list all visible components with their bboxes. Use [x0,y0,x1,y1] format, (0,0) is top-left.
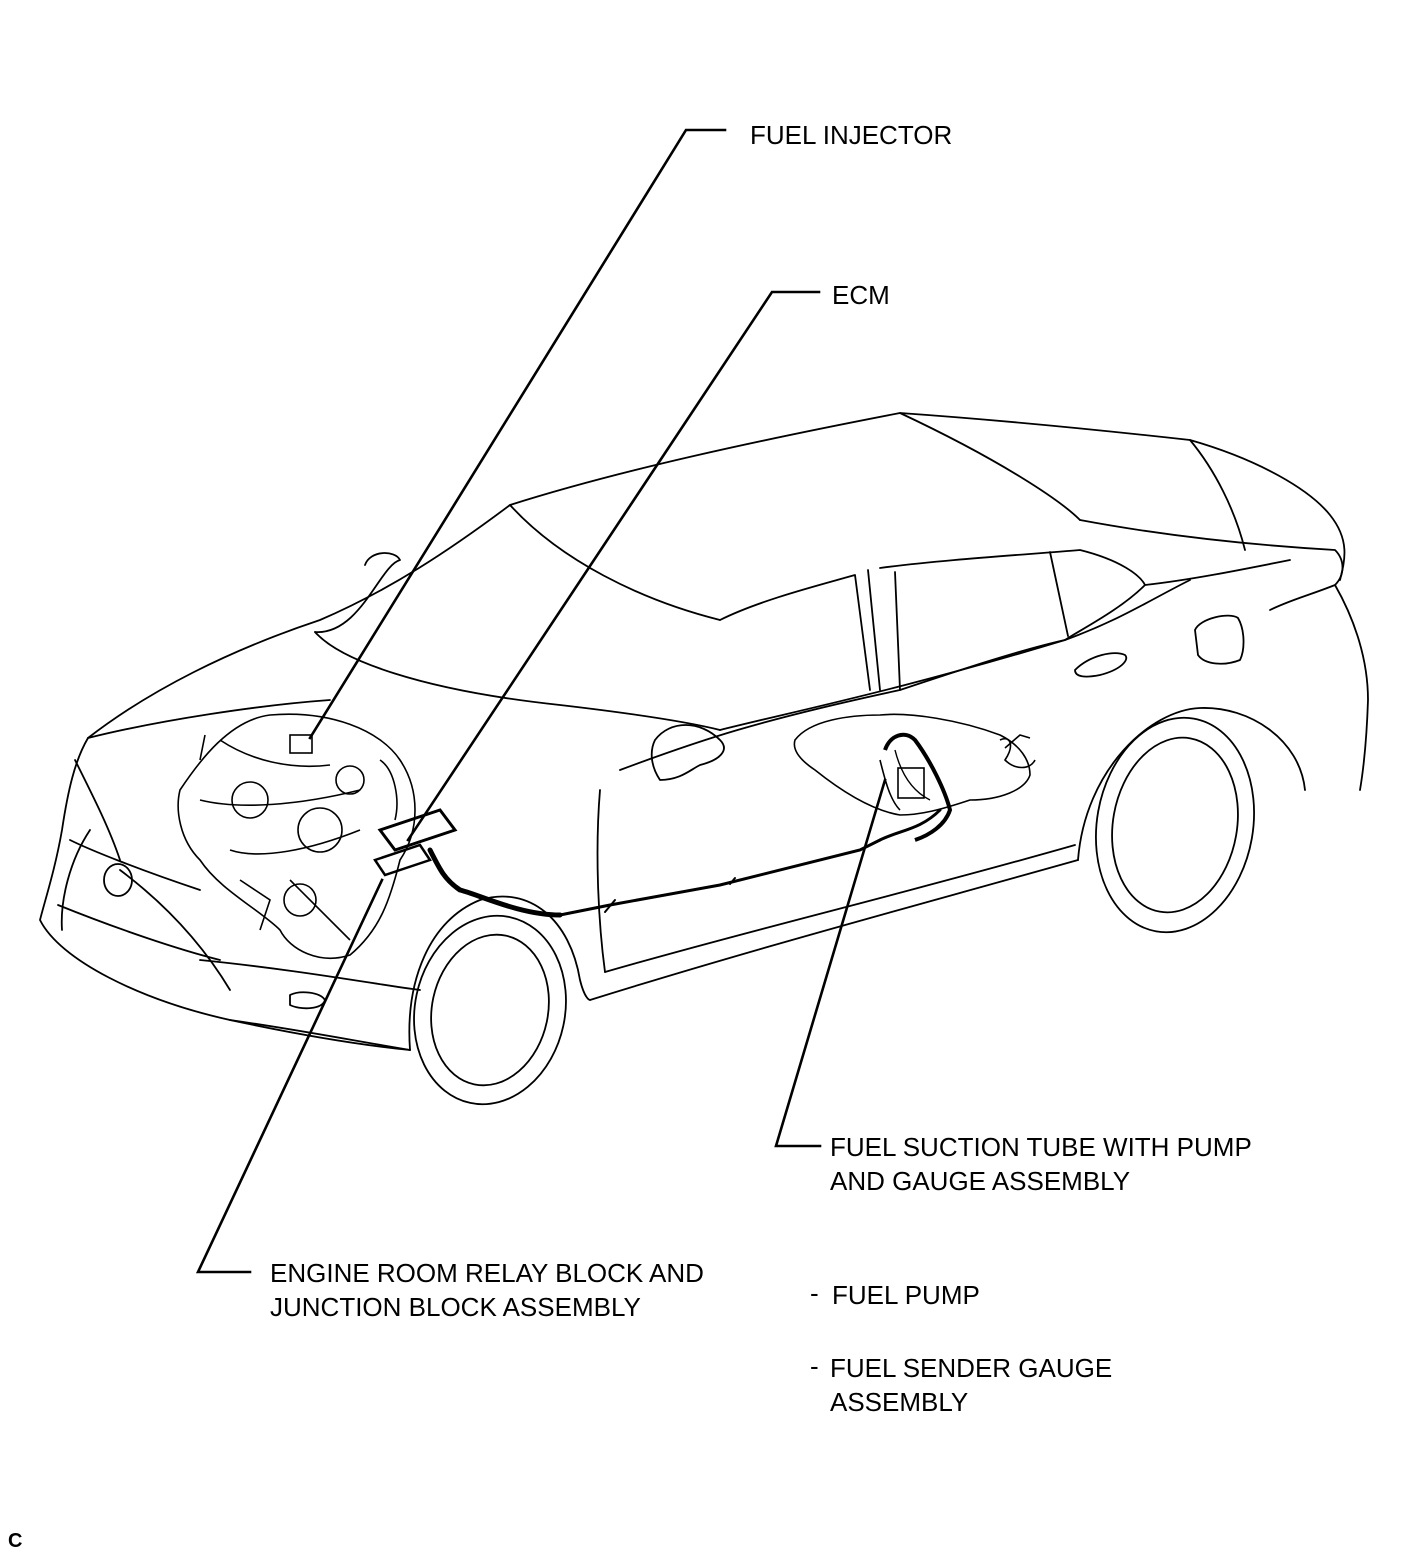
relay-block-wiring [373,808,942,918]
bullet-fuel-pump: - [810,1278,819,1308]
leader-lines [195,128,887,1274]
leader-ecm [406,290,821,842]
label-ecm: ECM [832,280,890,310]
label-fuel-suction-tube: FUEL SUCTION TUBE WITH PUMP AND GAUGE AS… [830,1130,1252,1198]
leader-suction-tube [774,778,887,1148]
leader-fuel-injector [308,128,727,740]
label-fuel-injector: FUEL INJECTOR [750,120,953,150]
car-body-outline [39,412,1369,1106]
label-fuel-suction-tube-line1: FUEL SUCTION TUBE WITH PUMP [830,1132,1252,1162]
label-fuel-sender-gauge-line1: FUEL SENDER GAUGE [830,1353,1113,1383]
label-fuel-suction-tube-line2: AND GAUGE ASSEMBLY [830,1166,1131,1196]
label-relay-block-line2: JUNCTION BLOCK ASSEMBLY [270,1292,641,1322]
bullet-fuel-sender-gauge: - [810,1351,819,1381]
label-fuel-pump: FUEL PUMP [832,1280,980,1310]
engine-assembly [177,713,416,959]
leader-relay-block [195,878,384,1274]
label-relay-block-line1: ENGINE ROOM RELAY BLOCK AND [270,1258,704,1288]
label-relay-block: ENGINE ROOM RELAY BLOCK AND JUNCTION BLO… [270,1256,704,1324]
label-fuel-sender-gauge: FUEL SENDER GAUGE ASSEMBLY [830,1351,1112,1419]
label-fuel-sender-gauge-line2: ASSEMBLY [830,1387,969,1417]
fuel-tank-assembly [793,713,1036,842]
figure-code: C [8,1530,23,1552]
